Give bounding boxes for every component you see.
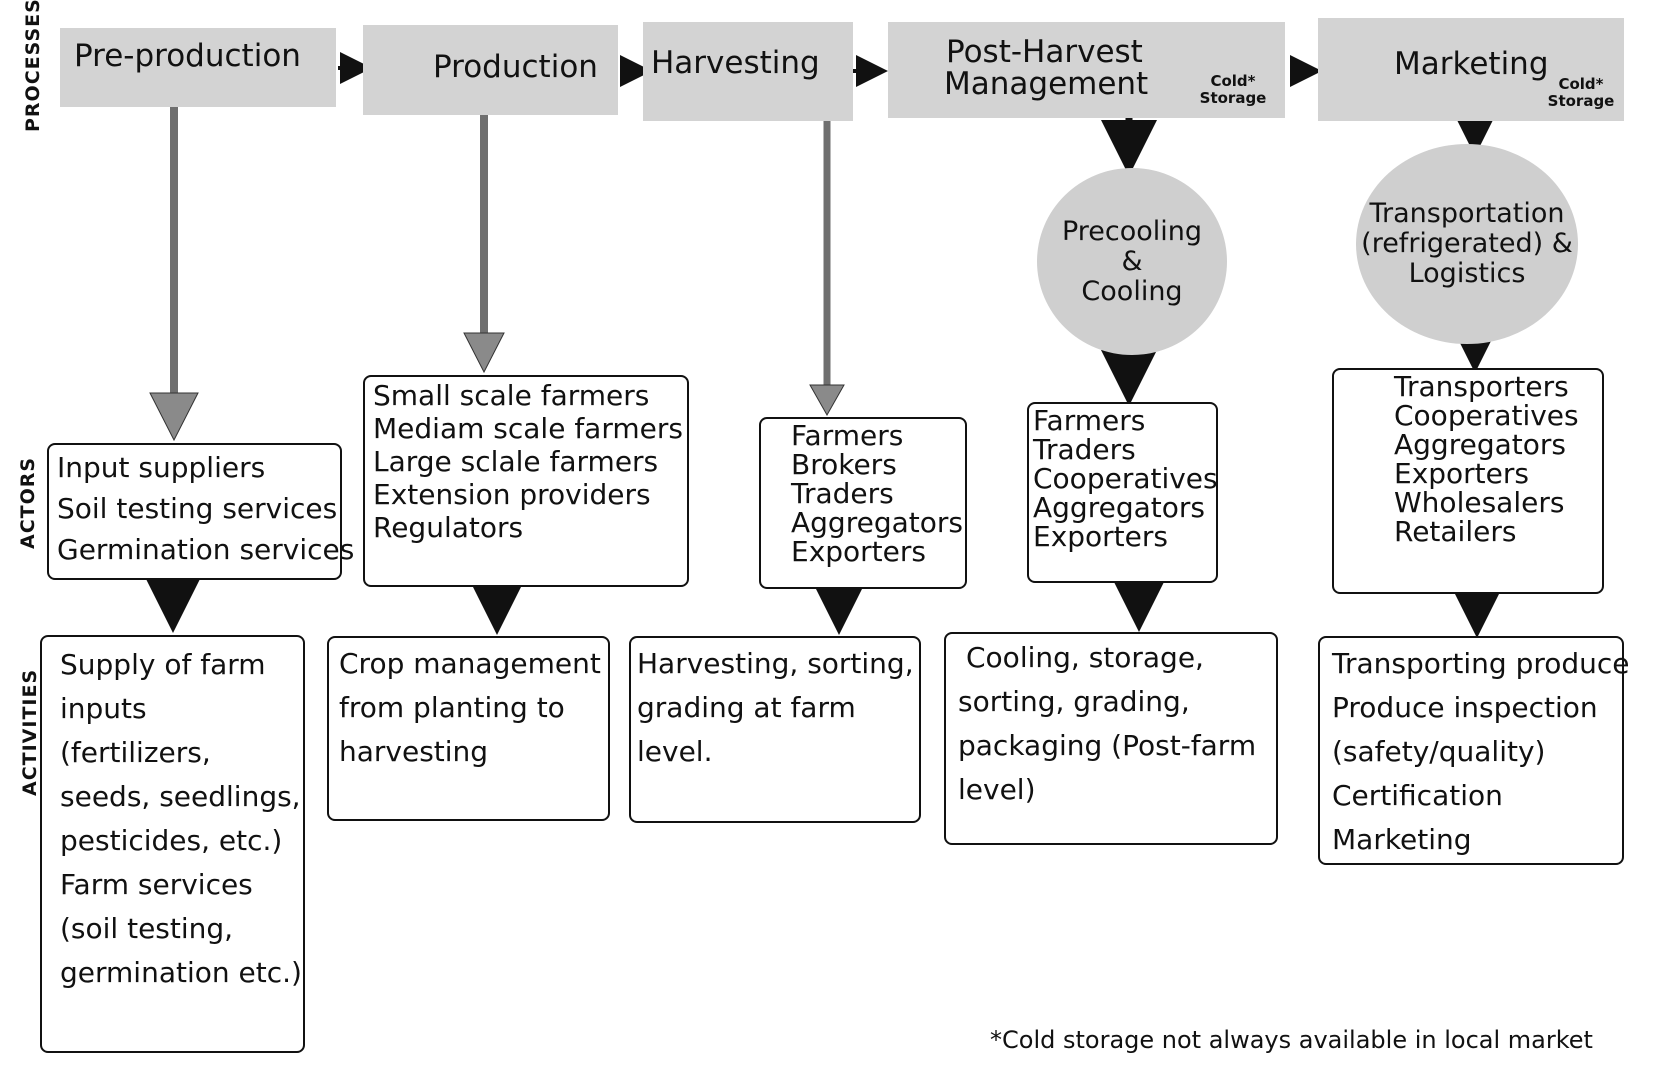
cold-tag-line1: Cold* [1558, 75, 1604, 93]
activity-item: sorting, grading, [958, 685, 1190, 718]
activity-item: Marketing [1332, 823, 1472, 856]
circle-transport-line1: Transportation [1369, 198, 1565, 229]
activity-item: (soil testing, [60, 912, 234, 945]
actor-item: Cooperatives [1394, 399, 1579, 432]
cold-tag-line2: Storage [1199, 89, 1267, 107]
activity-item: Farm services [60, 868, 253, 901]
actor-item: Traders [1033, 433, 1136, 466]
arrow-harvesting-to-actors [809, 121, 845, 417]
process-box-postharvest: Post-Harvest Management Cold* Storage [888, 22, 1285, 118]
activity-item: Harvesting, sorting, [637, 647, 914, 680]
actors-box-harvesting: Farmers Brokers Traders Aggregators Expo… [759, 417, 967, 589]
cold-tag-line2: Storage [1547, 92, 1615, 110]
process-title-production: Production [433, 49, 598, 85]
actors-box-postharvest: Farmers Traders Cooperatives Aggregators… [1027, 402, 1218, 583]
activity-item: grading at farm [637, 691, 856, 724]
activity-item: packaging (Post-farm [958, 729, 1257, 762]
circle-transportation: Transportation (refrigerated) & Logistic… [1356, 144, 1578, 344]
activity-item: Certification [1332, 779, 1503, 812]
circle-transport-line2: (refrigerated) & [1361, 228, 1573, 259]
actor-item: Regulators [373, 511, 524, 544]
activity-item: seeds, seedlings, [60, 780, 301, 813]
arrow-production-to-actors [463, 115, 505, 374]
activity-item: Crop management [339, 647, 601, 680]
actor-item: Input suppliers [57, 451, 266, 484]
actor-item: Extension providers [373, 478, 651, 511]
circle-precooling-line2: & [1121, 245, 1143, 277]
circle-precooling: Precooling & Cooling [1037, 168, 1227, 355]
activity-item: from planting to [339, 691, 565, 724]
cold-storage-tag-marketing: Cold* Storage [1538, 76, 1624, 110]
actor-item: Exporters [1033, 520, 1168, 553]
process-title-postharvest-line1: Post-Harvest [946, 34, 1143, 70]
actor-item: Exporters [1394, 457, 1529, 490]
activity-item: (safety/quality) [1332, 735, 1546, 768]
activities-box-preproduction: Supply of farm inputs (fertilizers, seed… [40, 635, 305, 1053]
process-title-marketing: Marketing [1394, 46, 1549, 82]
cold-tag-line1: Cold* [1210, 72, 1256, 90]
actor-item: Wholesalers [1394, 486, 1565, 519]
process-box-harvesting: Harvesting [643, 22, 853, 121]
activity-item: Transporting produce [1332, 647, 1630, 680]
processes-label: PROCESSES [22, 0, 44, 132]
activities-box-production: Crop management from planting to harvest… [327, 636, 610, 821]
actor-item: Farmers [791, 419, 904, 452]
actor-item: Germination services [57, 533, 355, 566]
actors-box-production: Small scale farmers Mediam scale farmers… [363, 375, 689, 587]
circle-precooling-line3: Cooling [1081, 275, 1183, 307]
process-title-postharvest-line2: Management [944, 66, 1149, 102]
actor-item: Exporters [791, 535, 926, 568]
process-box-marketing: Marketing Cold* Storage [1318, 18, 1624, 121]
actor-item: Brokers [791, 448, 897, 481]
cold-storage-tag-postharvest: Cold* Storage [1193, 73, 1273, 107]
actors-box-preproduction: Input suppliers Soil testing services Ge… [47, 443, 355, 580]
actor-item: Large sclale farmers [373, 445, 659, 478]
circle-precooling-line1: Precooling [1061, 215, 1203, 247]
actor-item: Cooperatives [1033, 462, 1218, 495]
process-box-production: Production [363, 25, 618, 115]
actor-item: Retailers [1394, 515, 1517, 548]
actor-item: Mediam scale farmers [373, 412, 683, 445]
activity-item: harvesting [339, 735, 489, 768]
process-title-harvesting: Harvesting [651, 45, 820, 81]
footnote: *Cold storage not always available in lo… [990, 1026, 1593, 1054]
activity-item: Cooling, storage, [966, 641, 1204, 674]
actor-item: Aggregators [1033, 491, 1205, 524]
activity-item: (fertilizers, [60, 736, 211, 769]
actor-item: Aggregators [1394, 428, 1566, 461]
actor-item: Farmers [1033, 404, 1146, 437]
actor-item: Small scale farmers [373, 379, 650, 412]
activity-item: Supply of farm [60, 648, 266, 681]
activity-item: Produce inspection [1332, 691, 1598, 724]
activity-item: inputs [60, 692, 147, 725]
activity-item: germination etc.) [60, 956, 302, 989]
circle-transport-line3: Logistics [1408, 258, 1526, 289]
process-box-preproduction: Pre-production [60, 28, 336, 107]
actor-item: Soil testing services [57, 492, 338, 525]
activity-item: pesticides, etc.) [60, 824, 283, 857]
activity-item: level) [958, 773, 1036, 806]
activities-box-harvesting: Harvesting, sorting, grading at farm lev… [629, 636, 921, 823]
actor-item: Aggregators [791, 506, 963, 539]
activity-item: level. [637, 735, 713, 768]
arrow-preproduction-to-actors [149, 107, 199, 442]
activities-label: ACTIVITIES [19, 668, 41, 796]
activities-box-postharvest: Cooling, storage, sorting, grading, pack… [944, 632, 1278, 845]
actor-item: Traders [791, 477, 894, 510]
process-title-preproduction: Pre-production [74, 38, 301, 74]
activities-box-marketing: Transporting produce Produce inspection … [1318, 636, 1630, 865]
actor-item: Transporters [1394, 370, 1569, 403]
actors-label: ACTORS [17, 456, 39, 549]
actors-box-marketing: Transporters Cooperatives Aggregators Ex… [1332, 368, 1604, 594]
